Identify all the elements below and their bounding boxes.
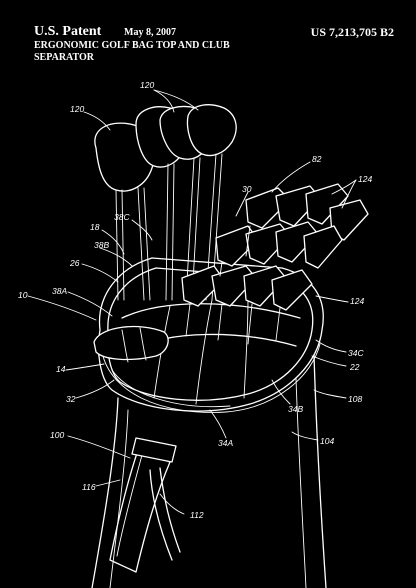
ref-124-right: 124 <box>350 296 364 306</box>
ref-26: 26 <box>69 258 80 268</box>
separator-handle <box>93 325 169 363</box>
ref-18: 18 <box>90 222 100 232</box>
reference-numerals: 120 120 82 30 124 38C 18 38B 26 10 38A 1… <box>18 80 372 520</box>
ref-100: 100 <box>50 430 64 440</box>
ref-120-left: 120 <box>70 104 84 114</box>
ref-82: 82 <box>312 154 322 164</box>
patent-title-line-2: SEPARATOR <box>34 52 95 63</box>
ref-38b: 38B <box>94 240 109 250</box>
ref-38c: 38C <box>114 212 130 222</box>
iron-row-middle <box>215 221 343 269</box>
ref-112: 112 <box>190 510 204 520</box>
patent-date: May 8, 2007 <box>124 27 176 38</box>
ref-10: 10 <box>18 290 28 300</box>
leader-lines <box>27 89 357 515</box>
shoulder-strap <box>109 437 181 573</box>
ref-22: 22 <box>349 362 360 372</box>
ref-124-top: 124 <box>358 174 372 184</box>
bag-body <box>91 354 327 588</box>
ref-120-top: 120 <box>140 80 154 90</box>
patent-label: U.S. Patent <box>34 24 102 39</box>
ref-14: 14 <box>56 364 66 374</box>
ref-32: 32 <box>66 394 76 404</box>
ref-108: 108 <box>348 394 362 404</box>
patent-number: US 7,213,705 B2 <box>310 25 394 39</box>
iron-row-back <box>245 183 369 241</box>
patent-title-line-1: ERGONOMIC GOLF BAG TOP AND CLUB <box>34 40 230 51</box>
ref-34b: 34B <box>288 404 303 414</box>
ref-30: 30 <box>242 184 252 194</box>
ref-34a: 34A <box>218 438 233 448</box>
ref-116: 116 <box>82 482 96 492</box>
ref-104: 104 <box>320 436 334 446</box>
ref-38a: 38A <box>52 286 67 296</box>
wood-head-4 <box>186 104 237 301</box>
iron-row-front <box>181 265 313 311</box>
ref-34c: 34C <box>348 348 364 358</box>
iron-clubs <box>181 183 369 345</box>
patent-title: ERGONOMIC GOLF BAG TOP AND CLUB SEPARATO… <box>34 40 230 64</box>
